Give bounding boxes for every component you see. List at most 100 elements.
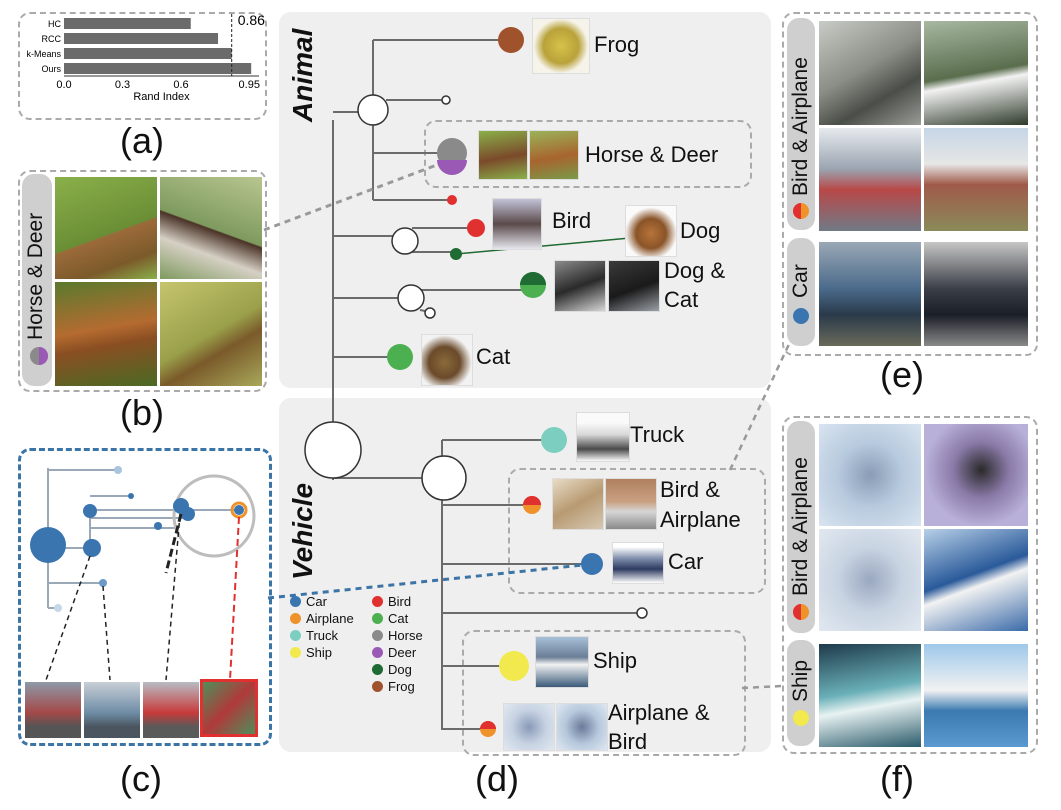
category-label: k-Means: [26, 49, 61, 59]
horse-deer-swatch: [30, 347, 48, 365]
legend-text: Truck: [306, 628, 339, 643]
cat-label: Cat: [476, 344, 511, 369]
car-image-e1: [818, 241, 922, 347]
legend-text: Deer: [388, 645, 417, 660]
car-thumb: [612, 542, 664, 584]
car-thumb-1: [24, 681, 82, 739]
cat-thumb: [421, 334, 473, 386]
bird-airplane-image-f2: [923, 423, 1029, 527]
legend-item-airplane: Airplane: [290, 611, 354, 626]
bird-airplane-image-e3: [818, 127, 922, 232]
horse-image-1: [54, 176, 158, 280]
category-label: RCC: [42, 34, 62, 44]
bird-airplane-swatch-f: [793, 604, 809, 620]
truck-label: Truck: [630, 422, 685, 447]
bar-ours: [64, 63, 252, 74]
bird-airplane-car-box: [508, 468, 766, 594]
bird-airplane-thumb-1: [552, 478, 604, 530]
dog-cat-label-line1: Dog &: [664, 258, 726, 283]
bird-airplane-image-e2: [923, 20, 1029, 126]
x-tick-label: 0.3: [115, 79, 130, 91]
bird-airplane-thumb-2: [605, 478, 657, 530]
panel-f-bottom-label: Ship: [789, 659, 812, 702]
panel-f-top-label: Bird & Airplane: [789, 457, 812, 596]
panel-e-frame: [782, 12, 1038, 356]
legend-swatch: [372, 630, 383, 641]
deer-thumb: [529, 130, 579, 180]
panel-e-top-bar: [787, 18, 815, 230]
bar-hc: [64, 18, 191, 29]
bird-airplane-swatch-e: [793, 203, 809, 219]
legend-swatch: [290, 596, 301, 607]
panel-e-bottom-bar: [787, 238, 815, 346]
dog-thumb: [625, 205, 677, 257]
x-tick-label: 0.0: [56, 79, 71, 91]
x-tick-label: 0.6: [173, 79, 188, 91]
panel-c-label: (c): [120, 758, 162, 799]
panel-f-label: (f): [880, 758, 914, 799]
legend-swatch: [290, 647, 301, 658]
legend-item-ship: Ship: [290, 645, 332, 660]
airplane-bird-thumb-2: [556, 703, 608, 751]
legend-item-cat: Cat: [372, 611, 408, 626]
legend-item-dog: Dog: [372, 662, 412, 677]
bird-airplane-image-e4: [923, 127, 1029, 232]
bird-airplane-label-line2: Airplane: [660, 507, 741, 532]
legend-item-car: Car: [290, 594, 327, 609]
airplane-bird-label-line2: Bird: [608, 729, 648, 754]
ship-airplane-box: [462, 630, 746, 756]
legend-text: Bird: [388, 594, 412, 609]
panel-e-label: (e): [880, 354, 924, 395]
panel-b-frame: [18, 170, 267, 392]
bird-airplane-label-line1: Bird &: [660, 477, 720, 502]
bird-airplane-image-f1: [818, 423, 922, 527]
car-thumb-3: [142, 681, 200, 739]
legend-item-bird: Bird: [372, 594, 411, 609]
airplane-bird-label-line1: Airplane &: [608, 700, 710, 725]
legend-item-deer: Deer: [372, 645, 416, 660]
dog-label: Dog: [680, 218, 721, 243]
bird-airplane-image-f3: [818, 528, 922, 632]
panel-f-top-bar: [787, 421, 815, 633]
frog-label: Frog: [594, 32, 640, 57]
legend-swatch: [372, 613, 383, 624]
legend-text: Frog: [388, 679, 415, 694]
ship-image-f2: [923, 643, 1029, 748]
frog-thumb: [532, 18, 590, 74]
car-image-e2: [923, 241, 1029, 347]
annotation-label: 0.86: [238, 12, 265, 28]
legend-swatch: [372, 681, 383, 692]
car-label: Car: [668, 549, 704, 574]
bird-airplane-image-f4: [923, 528, 1029, 632]
legend-item-frog: Frog: [372, 679, 415, 694]
panel-f-bottom-bar: [787, 640, 815, 746]
legend-text: Car: [306, 594, 327, 609]
vehicle-region: [279, 398, 771, 752]
ship-swatch-f: [793, 710, 809, 726]
legend-text: Cat: [388, 611, 409, 626]
car-thumb-2: [83, 681, 141, 739]
airplane-thumb-red: [200, 679, 258, 737]
bird-thumb: [492, 198, 542, 250]
panel-f-frame: [782, 416, 1038, 754]
truck-thumb: [576, 412, 630, 462]
car-swatch-e: [793, 308, 809, 324]
legend-swatch: [372, 647, 383, 658]
bar-rcc: [64, 33, 219, 44]
bird-airplane-image-e1: [818, 20, 922, 126]
panel-a-label: (a): [120, 120, 164, 161]
deer-image-2: [159, 281, 263, 387]
legend-swatch: [372, 664, 383, 675]
legend-text: Dog: [388, 662, 412, 677]
category-label: HC: [48, 19, 61, 29]
legend-text: Airplane: [306, 611, 354, 626]
legend-item-horse: Horse: [372, 628, 423, 643]
horse-thumb: [478, 130, 528, 180]
ship-image-f1: [818, 643, 922, 748]
x-axis-label: Rand Index: [133, 91, 190, 103]
panel-e-bottom-label: Car: [789, 264, 812, 298]
airplane-bird-thumb-1: [503, 703, 555, 751]
